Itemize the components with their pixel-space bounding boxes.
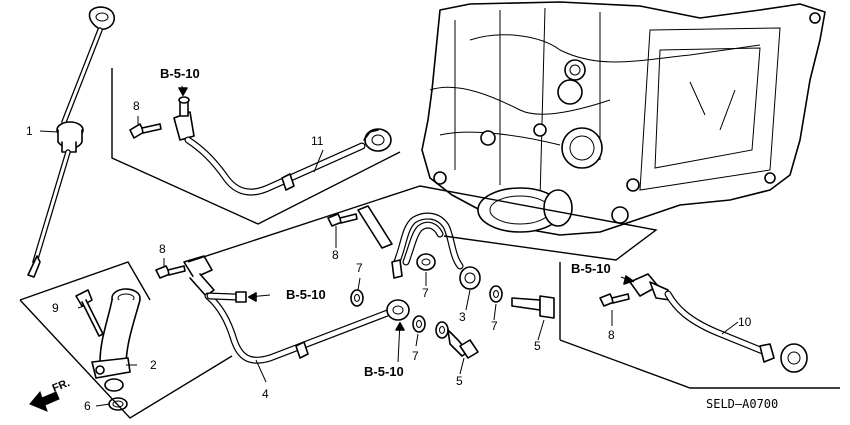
dipstick[interactable] xyxy=(27,6,115,278)
oil-pipe-10[interactable] xyxy=(629,273,808,373)
oil-pipe-11[interactable] xyxy=(173,96,392,196)
callout-1[interactable]: 1 xyxy=(26,124,33,138)
lower-right-frame xyxy=(559,262,840,389)
callout-5-a[interactable]: 5 xyxy=(534,339,541,353)
upper-inset-frame xyxy=(111,68,401,225)
callout-labels: 1 2 3 4 5 5 6 7 7 7 7 8 8 8 8 9 10 11 xyxy=(26,99,752,413)
callout-8-b[interactable]: 8 xyxy=(159,242,166,256)
ref-b-5-10-center[interactable]: B-5-10 xyxy=(286,287,326,302)
callout-7-c[interactable]: 7 xyxy=(412,349,419,363)
callout-7-a[interactable]: 7 xyxy=(356,261,363,275)
washer-7-b[interactable] xyxy=(412,315,426,333)
ref-b-5-10-upper[interactable]: B-5-10 xyxy=(160,66,200,81)
bolt-8-right[interactable] xyxy=(599,293,630,307)
bolt-8-center[interactable] xyxy=(327,213,358,227)
ref-b-5-10-right[interactable]: B-5-10 xyxy=(571,261,611,276)
banjo-bolt-5-b[interactable] xyxy=(447,329,479,359)
joint-3[interactable] xyxy=(459,266,481,290)
center-frame xyxy=(187,185,658,263)
callout-8-c[interactable]: 8 xyxy=(332,248,339,262)
diagram-code: SELD—A0700 xyxy=(706,397,778,411)
oil-pipe-center[interactable] xyxy=(357,205,464,279)
bolt-8-left[interactable] xyxy=(155,265,186,279)
callout-3[interactable]: 3 xyxy=(459,310,466,324)
ref-b-5-10-lower[interactable]: B-5-10 xyxy=(364,364,404,379)
callout-10[interactable]: 10 xyxy=(738,315,752,329)
front-direction-indicator: FR. xyxy=(29,377,72,412)
reference-labels: B-5-10 B-5-10 B-5-10 B-5-10 xyxy=(160,66,611,379)
callout-2[interactable]: 2 xyxy=(150,358,157,372)
front-label: FR. xyxy=(51,377,72,395)
transmission-case xyxy=(421,1,826,236)
leader-lines xyxy=(39,85,739,407)
callout-4[interactable]: 4 xyxy=(262,387,269,401)
washer-7-a[interactable] xyxy=(350,289,364,307)
washer-7-d[interactable] xyxy=(435,321,449,339)
ref-arrows xyxy=(178,87,634,331)
washer-7-c[interactable] xyxy=(489,285,503,303)
callout-7-b[interactable]: 7 xyxy=(422,286,429,300)
callout-7-d[interactable]: 7 xyxy=(491,319,498,333)
callout-11[interactable]: 11 xyxy=(311,134,324,148)
o-ring-6[interactable] xyxy=(108,397,128,411)
bolt-9[interactable] xyxy=(75,289,104,337)
oil-pipe-4[interactable] xyxy=(183,255,410,364)
front-arrow-icon xyxy=(29,390,60,412)
filler-pipe[interactable] xyxy=(91,288,141,392)
callout-8-d[interactable]: 8 xyxy=(608,328,615,342)
banjo-bolt-5-a[interactable] xyxy=(511,295,555,319)
callout-5-b[interactable]: 5 xyxy=(456,374,463,388)
callout-9[interactable]: 9 xyxy=(52,301,59,315)
bolt-8-upper[interactable] xyxy=(129,123,162,139)
callout-6[interactable]: 6 xyxy=(84,399,91,413)
filler-pipe-frame xyxy=(19,261,233,419)
callout-8-a[interactable]: 8 xyxy=(133,99,140,113)
